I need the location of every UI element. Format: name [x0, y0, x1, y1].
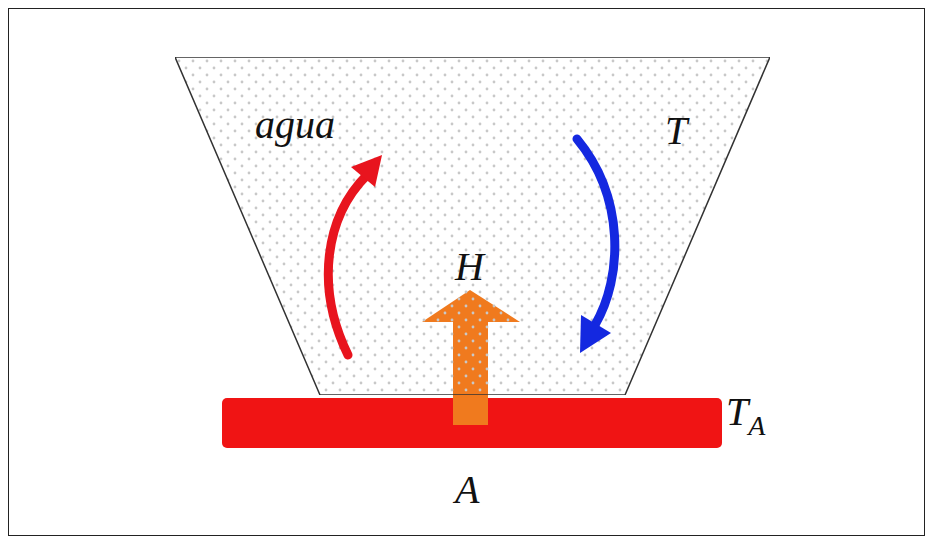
temperature-subscript: A	[748, 410, 765, 441]
temperature-symbol: T	[726, 389, 748, 434]
frame	[9, 9, 925, 536]
plate-temperature: TA	[726, 392, 765, 432]
water-container: agua T H	[175, 57, 770, 395]
node-label: agua	[255, 105, 335, 145]
area-label: A	[455, 470, 479, 510]
node-label: H	[455, 247, 484, 287]
node-label: T	[665, 111, 687, 151]
